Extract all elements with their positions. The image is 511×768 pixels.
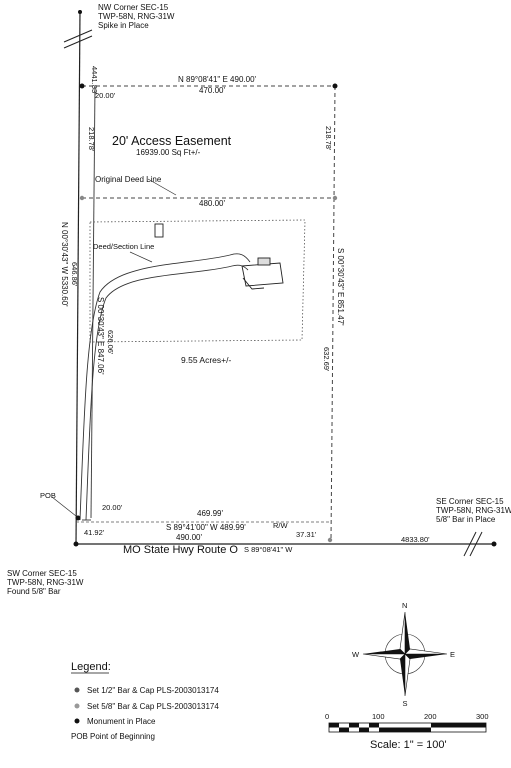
west-218: 218.78' bbox=[87, 127, 96, 152]
break-mark-top bbox=[63, 29, 93, 49]
west-section-line bbox=[75, 9, 81, 546]
sw-corner-monument bbox=[73, 541, 79, 547]
west-bearing: N 00°30'43" W 5330.60' bbox=[60, 222, 69, 307]
scale-tick-200: 200 bbox=[424, 712, 437, 721]
driveway-edge bbox=[85, 264, 249, 521]
compass-n: N bbox=[402, 601, 407, 610]
north-line-distance: 470.00' bbox=[199, 86, 225, 95]
south-bearing: S 89°41'00" W 489.99' bbox=[166, 523, 246, 532]
se-parcel-pin bbox=[327, 537, 333, 543]
road-distance: 4833.80' bbox=[401, 535, 430, 544]
west-646: 646.86' bbox=[70, 262, 79, 287]
pob-pin bbox=[75, 515, 81, 521]
scale-tick-0: 0 bbox=[325, 712, 329, 721]
legend-title: Legend: bbox=[71, 661, 111, 673]
legend: Legend: Set 1/2" Bar & Cap PLS-200301317… bbox=[71, 661, 219, 741]
easement-area: 16939.00 Sq Ft+/- bbox=[136, 148, 201, 157]
sw-corner-label-3: Found 5/8" Bar bbox=[7, 587, 61, 596]
inner-bearing: S 00°30'43" E 847.06' bbox=[96, 297, 105, 375]
pob-leader bbox=[51, 496, 77, 517]
legend-item-4: Point of Beginning bbox=[90, 732, 155, 741]
east-218: 218.78' bbox=[324, 126, 333, 151]
shed bbox=[154, 223, 164, 238]
pob-label: POB bbox=[40, 491, 56, 500]
easement-title: 20' Access Easement bbox=[112, 134, 232, 148]
sw-corner-label-2: TWP-58N, RNG-31W bbox=[7, 578, 84, 587]
east-632: 632.69' bbox=[322, 347, 331, 372]
nw-corner-label-1: NW Corner SEC-15 bbox=[98, 3, 169, 12]
legend-item-1: Set 1/2" Bar & Cap PLS-2003013174 bbox=[87, 686, 219, 695]
parcel-boundary bbox=[82, 85, 336, 541]
compass-w: W bbox=[352, 650, 360, 659]
south-41: 41.92' bbox=[84, 528, 105, 537]
scale-bar: 0 100 200 300 Scale: 1" = 100' bbox=[325, 712, 489, 751]
nw-corner-monument bbox=[78, 10, 82, 14]
scale-tick-100: 100 bbox=[372, 712, 385, 721]
scale-tick-300: 300 bbox=[476, 712, 489, 721]
ne-parcel-pin bbox=[332, 83, 338, 89]
north-line-bearing: N 89°08'41" E 490.00' bbox=[178, 75, 257, 84]
se-corner-label-1: SE Corner SEC-15 bbox=[436, 497, 504, 506]
inner-626: 626.06' bbox=[106, 330, 115, 355]
south-469: 469.99' bbox=[197, 509, 223, 518]
se-corner-monument bbox=[491, 541, 497, 547]
scale-label: Scale: 1" = 100' bbox=[370, 739, 447, 751]
sw-corner-label-1: SW Corner SEC-15 bbox=[7, 569, 77, 578]
legend-item-2: Set 5/8" Bar & Cap PLS-2003013174 bbox=[87, 702, 219, 711]
east-bearing: S 00°30'43" E 851.47' bbox=[336, 248, 345, 326]
original-deed-leader bbox=[147, 178, 177, 196]
access-easement bbox=[82, 85, 96, 521]
nw-corner-label-3: Spike in Place bbox=[98, 21, 149, 30]
legend-pob-symbol: POB bbox=[71, 732, 88, 741]
deed-480: 480.00' bbox=[199, 199, 225, 208]
deed-east-pin bbox=[332, 195, 338, 201]
legend-half-inch-bar-symbol bbox=[74, 687, 80, 693]
top-20: 20.00' bbox=[95, 91, 116, 100]
west-top-distance: 4441.83' bbox=[90, 66, 99, 95]
building-envelope bbox=[89, 219, 306, 343]
nw-corner-label-2: TWP-58N, RNG-31W bbox=[98, 12, 175, 21]
nw-parcel-pin bbox=[79, 83, 85, 89]
south-37: 37.31' bbox=[296, 530, 317, 539]
bottom-20: 20.00' bbox=[102, 503, 123, 512]
rw-label: R/W bbox=[273, 521, 289, 530]
south-490: 490.00' bbox=[176, 533, 202, 542]
deed-section-leader bbox=[129, 251, 153, 263]
acres-label: 9.55 Acres+/- bbox=[181, 355, 231, 365]
se-corner-label-2: TWP-58N, RNG-31W bbox=[436, 506, 511, 515]
compass-s: S bbox=[403, 699, 408, 708]
road-name: MO State Hwy Route O bbox=[123, 544, 238, 556]
break-mark-right bbox=[463, 531, 483, 557]
road-bearing: S 89°08'41" W bbox=[244, 545, 293, 554]
se-corner-label-3: 5/8" Bar in Place bbox=[436, 515, 496, 524]
house bbox=[241, 257, 284, 290]
legend-five-eighth-bar-symbol bbox=[74, 703, 80, 709]
deed-west-pin bbox=[79, 195, 85, 201]
legend-item-3: Monument in Place bbox=[87, 717, 156, 726]
driveway bbox=[79, 253, 251, 521]
compass-rose: N S E W bbox=[352, 601, 455, 708]
deed-section-line-label: Deed/Section Line bbox=[93, 242, 154, 251]
compass-e: E bbox=[450, 650, 455, 659]
original-deed-line-label: Original Deed Line bbox=[95, 175, 162, 184]
legend-monument-symbol bbox=[74, 718, 80, 724]
